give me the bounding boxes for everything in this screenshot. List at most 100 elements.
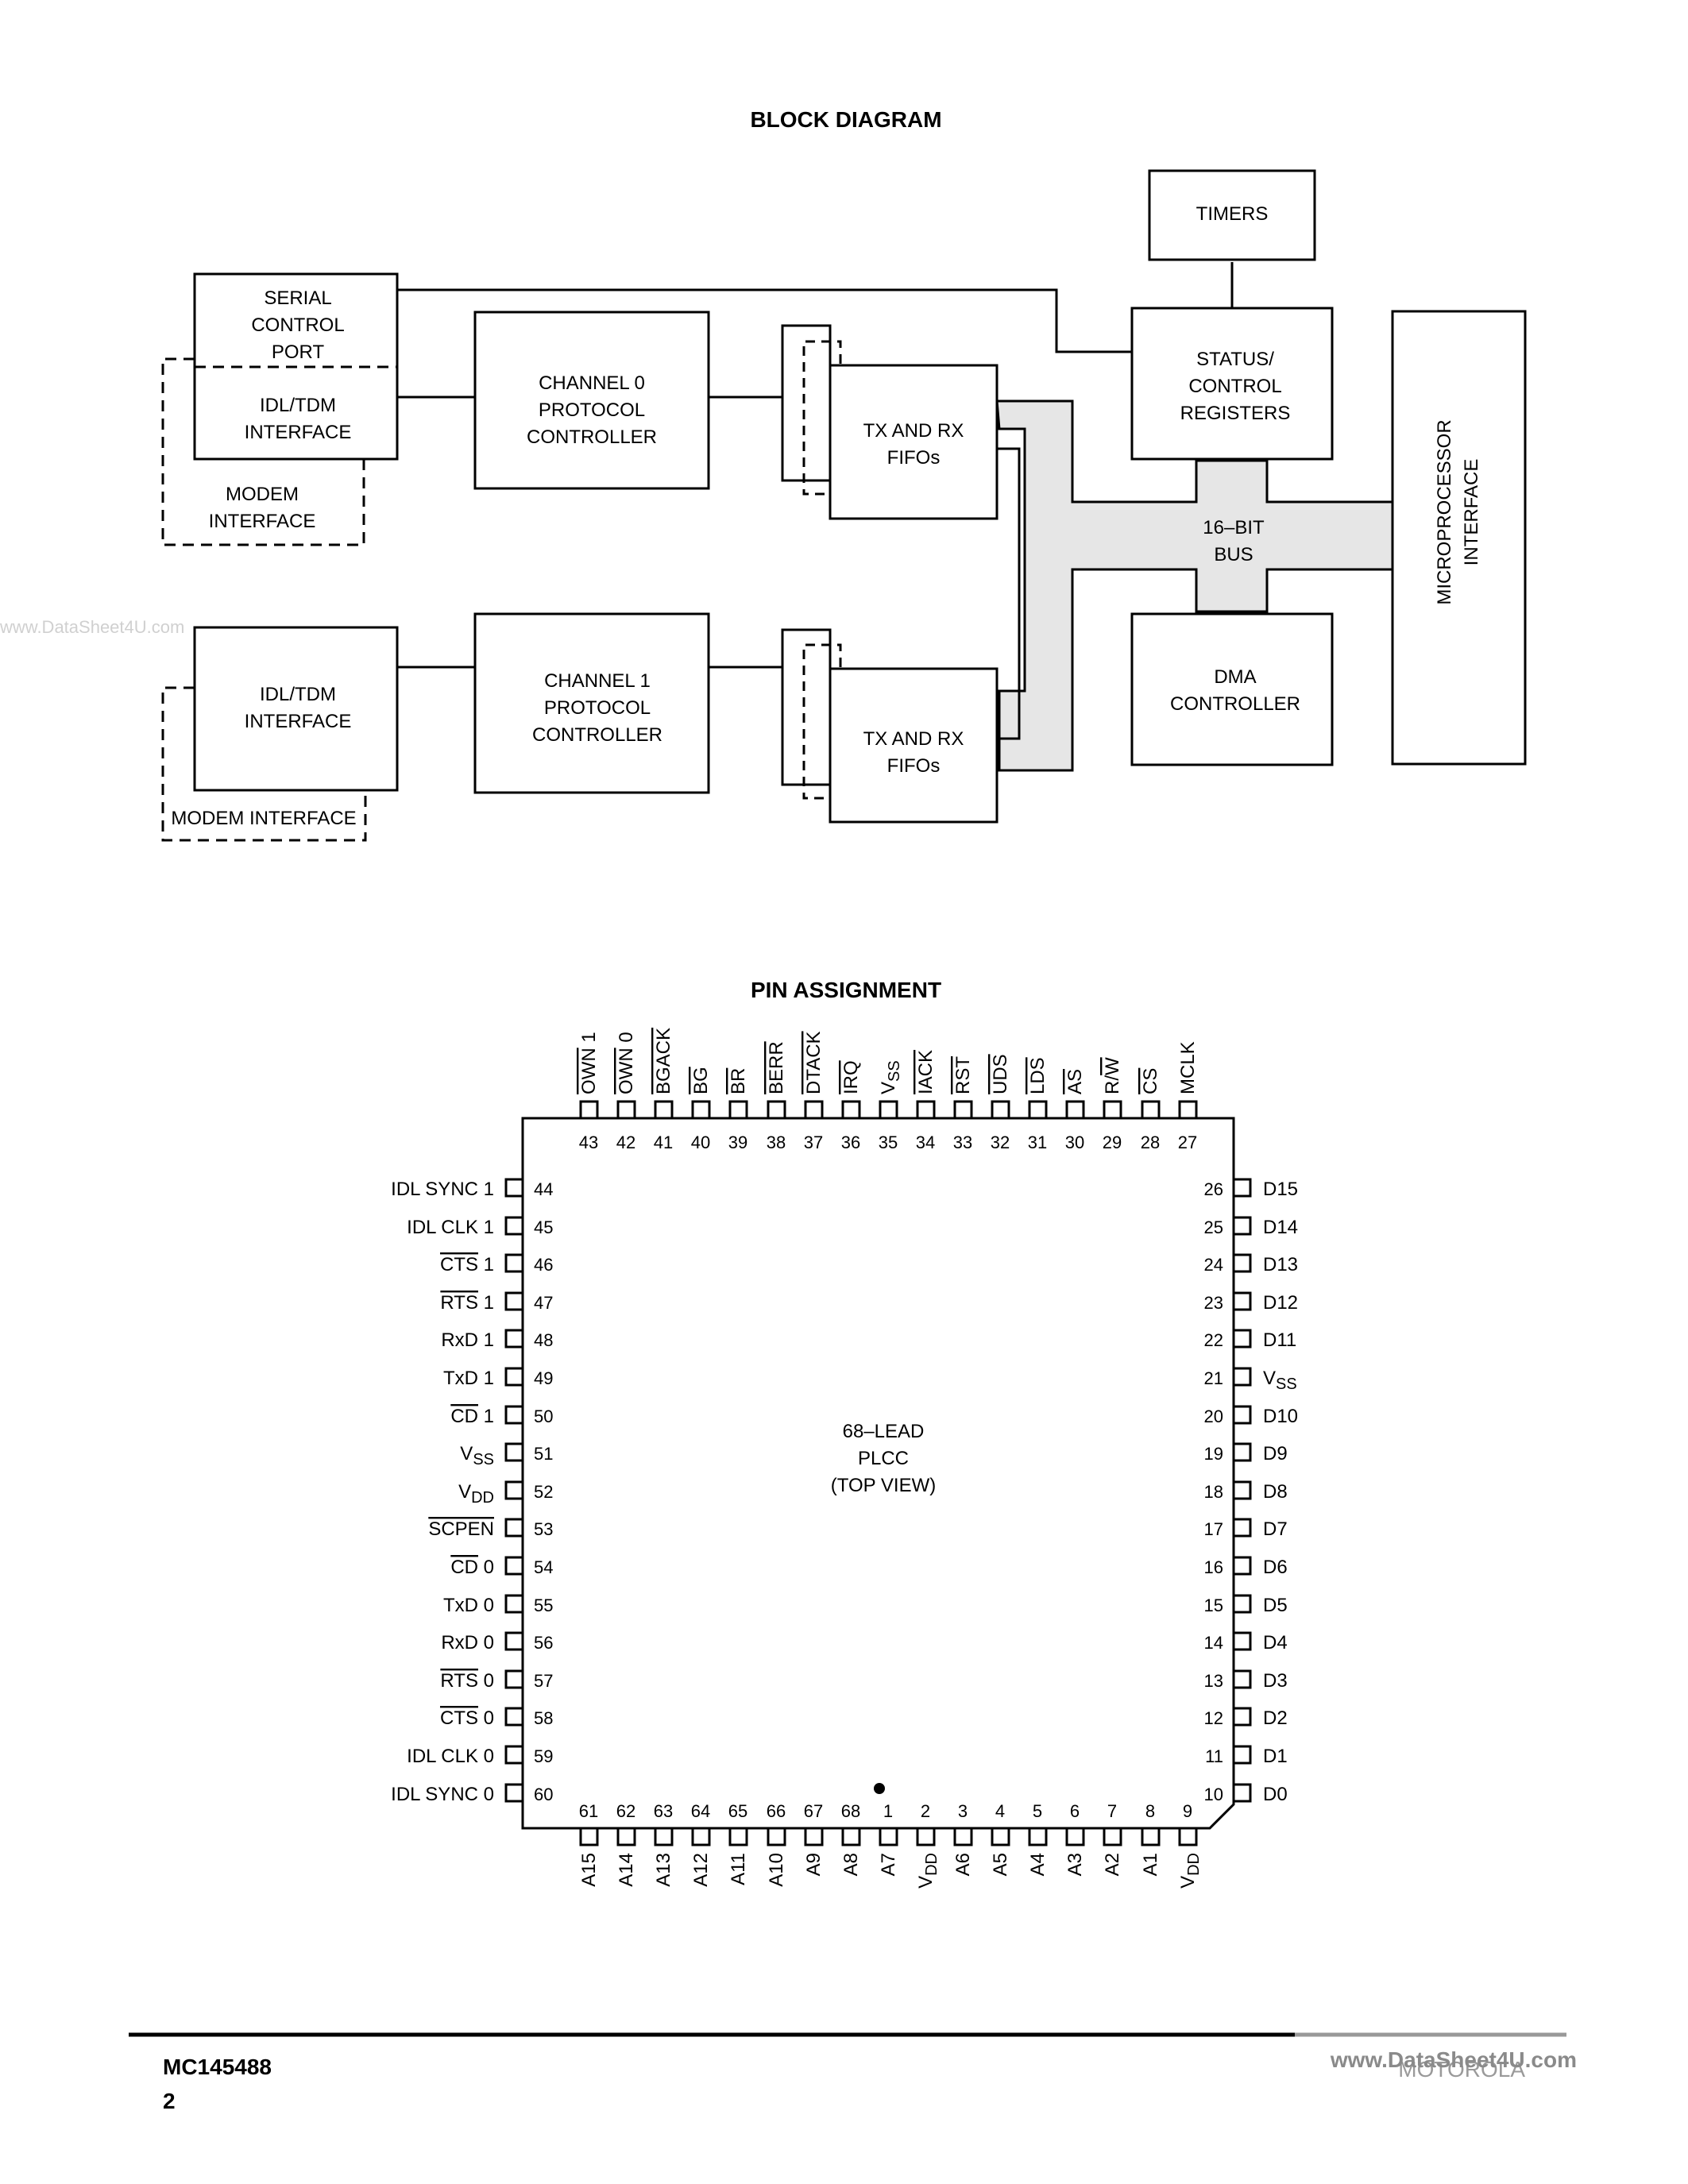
pin-pad — [991, 1100, 1010, 1120]
pin-pad — [504, 1745, 524, 1765]
pin-name: MCLK — [1177, 1041, 1199, 1094]
bus-shape-fill — [995, 399, 1394, 772]
pin-number: 16 — [1204, 1557, 1223, 1577]
pin-name: D1 — [1263, 1746, 1288, 1767]
fifo-0-label-1: TX AND RX — [863, 420, 964, 442]
pin-name: D7 — [1263, 1518, 1288, 1540]
pin-name-part: A2 — [1102, 1853, 1123, 1876]
pin-number: 67 — [804, 1801, 823, 1821]
pin-name-part: A5 — [990, 1853, 1011, 1876]
pin-number: 34 — [916, 1133, 935, 1152]
pin-name-part: IDL SYNC 0 — [391, 1784, 494, 1805]
pin-number: 1 — [883, 1801, 893, 1821]
pin-name: A14 — [616, 1853, 637, 1887]
pin-name: VSS — [878, 1060, 903, 1094]
pin-name: TxD 1 — [443, 1368, 494, 1389]
pin-name-part: BR — [728, 1068, 749, 1094]
pin-pad — [916, 1827, 936, 1846]
pin-name-part: R/ — [1102, 1075, 1123, 1094]
pin-name-part: CD — [450, 1406, 478, 1427]
pin-name: TxD 0 — [443, 1595, 494, 1616]
pin-name-part: RxD 1 — [441, 1329, 494, 1351]
pin-pad — [691, 1827, 711, 1846]
fifo-1-stack: TX AND RX FIFOs — [781, 628, 999, 824]
pin-number: 19 — [1204, 1444, 1223, 1464]
pin-number: 10 — [1204, 1785, 1223, 1804]
pin-bottom-7: 7A2 — [1102, 1801, 1123, 1876]
pin-pad — [504, 1442, 524, 1462]
pin-name-part: CD — [450, 1557, 478, 1578]
pin-top-39: 39 BR — [728, 1068, 749, 1152]
pin-number: 48 — [534, 1330, 553, 1350]
pin-assignment-title: PIN ASSIGNMENT — [751, 978, 941, 1002]
pin-name-part: AS — [1064, 1069, 1086, 1094]
pin-name-part: RTS — [440, 1292, 478, 1314]
pin-name-part: IACK — [915, 1050, 937, 1094]
pin-name: CTS 0 — [440, 1707, 494, 1729]
pin-number: 68 — [841, 1801, 860, 1821]
pins-bottom: 61A1562A1463A1364A1265A1166A1067A968A81A… — [578, 1801, 1203, 1889]
pin-name: RTS 0 — [440, 1670, 494, 1692]
pin-name-part: A15 — [578, 1853, 600, 1887]
pin-name-part: 1 — [578, 1032, 600, 1048]
pin-pad — [991, 1827, 1010, 1846]
pin-number: 2 — [921, 1801, 930, 1821]
pin-number: 14 — [1204, 1633, 1223, 1653]
pin-pad — [1232, 1480, 1252, 1500]
pin-name-part: A9 — [803, 1853, 825, 1876]
pin-pad — [1232, 1216, 1252, 1236]
pin-name-part: D8 — [1263, 1481, 1288, 1503]
pin-name-part: A6 — [952, 1853, 974, 1876]
pin-pad — [504, 1594, 524, 1614]
pin-name-part: SS — [1276, 1376, 1297, 1393]
channel-0-label-1: CHANNEL 0 — [539, 372, 645, 394]
pin-name-part: RST — [952, 1056, 974, 1094]
connection-lines — [397, 262, 1234, 740]
pin-name-part: CS — [1140, 1068, 1161, 1094]
pin-pad — [767, 1827, 786, 1846]
pin-name: A7 — [878, 1853, 899, 1876]
pin-left-49: 49 TxD 1 — [443, 1367, 553, 1389]
pin-pad — [1232, 1783, 1252, 1803]
pin-number: 49 — [534, 1368, 553, 1388]
pin-number: 65 — [728, 1801, 747, 1821]
pin-number: 39 — [728, 1133, 747, 1152]
package-label-3: (TOP VIEW) — [831, 1475, 936, 1496]
modem-interface-0-label-2: INTERFACE — [209, 511, 316, 532]
pin-pad — [1232, 1291, 1252, 1311]
idl-tdm-1-label-1: IDL/TDM — [260, 684, 336, 705]
pin-pad — [804, 1827, 824, 1846]
pin-name: AS — [1064, 1069, 1086, 1094]
fifo-1-label-1: TX AND RX — [863, 728, 964, 750]
pin-bottom-3: 3A6 — [952, 1801, 974, 1876]
pin-number: 6 — [1070, 1801, 1080, 1821]
pin-pad — [1232, 1556, 1252, 1576]
footer-part-number: MC145488 — [163, 2055, 272, 2079]
pin-number: 45 — [534, 1217, 553, 1237]
pin-pad — [1065, 1100, 1085, 1120]
pin-name-part: OWN — [616, 1048, 637, 1094]
pin-number: 59 — [534, 1746, 553, 1766]
status-control-label-3: REGISTERS — [1180, 403, 1291, 424]
pin-name-part: D0 — [1263, 1784, 1288, 1805]
pin-pad — [504, 1291, 524, 1311]
pin-pad — [1232, 1405, 1252, 1425]
pin-number: 44 — [534, 1179, 553, 1199]
pin-name: IACK — [915, 1050, 937, 1094]
pin-pad — [1232, 1707, 1252, 1727]
pin-pad — [654, 1827, 674, 1846]
pin-name-part: V — [878, 1082, 899, 1094]
pin-number: 63 — [654, 1801, 673, 1821]
pin-name: D5 — [1263, 1595, 1288, 1616]
pin-pad — [728, 1100, 748, 1120]
pin-name: D6 — [1263, 1557, 1288, 1578]
